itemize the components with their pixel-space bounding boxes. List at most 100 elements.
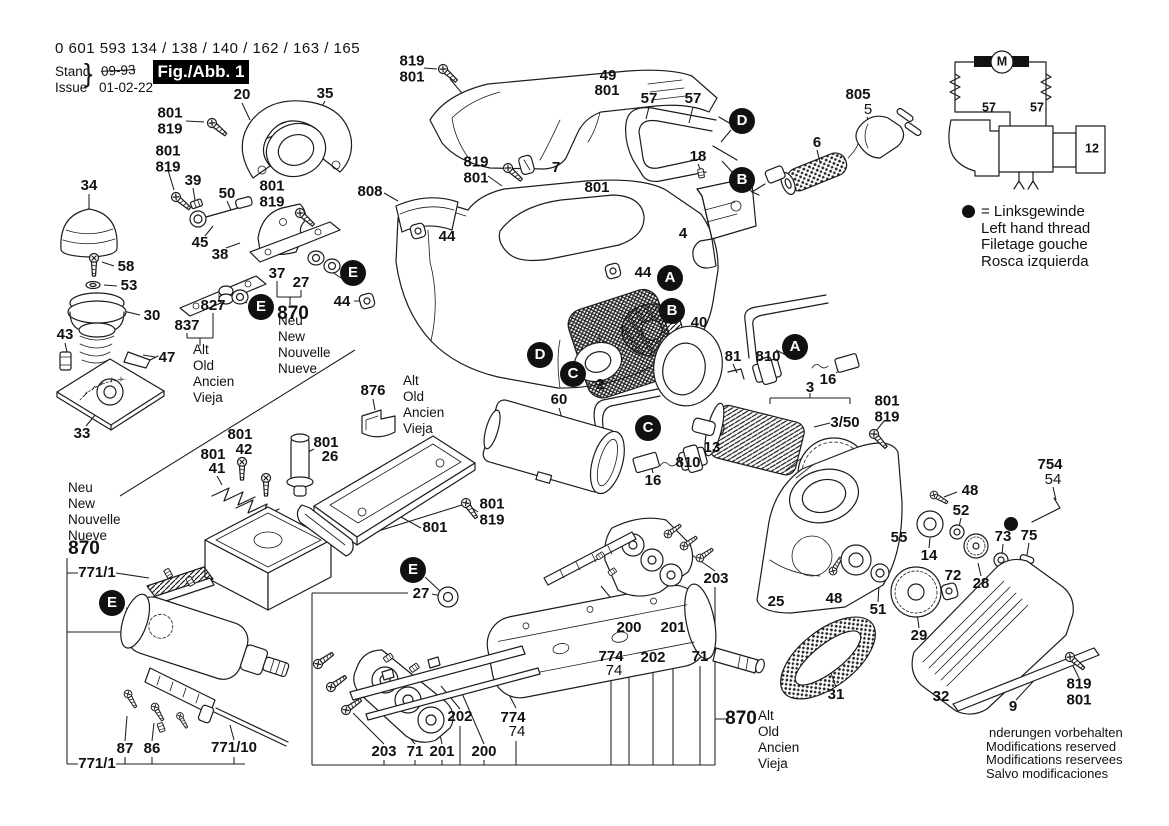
part-chip-tube-60 xyxy=(482,399,625,495)
part-plate-37 xyxy=(249,221,341,263)
part-side-cover-32 xyxy=(911,558,1074,715)
part-label: 75 xyxy=(1020,527,1038,545)
part-clamp-bar-771-1-bottom xyxy=(144,667,216,724)
part-label: 810 xyxy=(755,348,781,366)
part-washer-53 xyxy=(85,280,101,290)
part-label: 50 xyxy=(218,185,236,203)
part-label: 81 xyxy=(724,348,742,366)
part-label: 37 xyxy=(268,265,286,283)
part-label: 57 xyxy=(982,100,996,115)
part-label: 60 xyxy=(550,391,568,409)
part-label: Alt Old Ancien Vieja xyxy=(193,342,235,405)
part-label: 202 xyxy=(447,708,473,726)
figure-label: Fig./Abb. 1 xyxy=(153,60,249,84)
part-label: 771/10 xyxy=(211,739,257,757)
part-label: 200 xyxy=(616,619,642,637)
part-bearing-14 xyxy=(916,510,944,538)
part-handle-cover-49 xyxy=(429,69,718,170)
old-date: 09-93 xyxy=(100,62,136,79)
part-label: 810 xyxy=(675,454,701,472)
part-label: 801 819 xyxy=(157,104,183,137)
part-chip-box-801 xyxy=(204,506,332,611)
part-washer-51 xyxy=(870,563,890,583)
part-label: 44 xyxy=(634,264,652,282)
part-bail-handle-57 xyxy=(625,106,744,183)
part-label: 201 xyxy=(660,619,686,637)
part-blade-774 xyxy=(365,667,541,721)
part-label: 2 xyxy=(595,376,605,394)
motor-symbol xyxy=(990,50,1014,74)
part-stud-827 xyxy=(231,289,249,305)
part-label: 27 xyxy=(292,274,310,292)
part-label: 819 801 xyxy=(1066,675,1092,708)
section-letter-b: B xyxy=(729,167,755,193)
part-label: 30 xyxy=(143,307,161,325)
part-label: M xyxy=(996,54,1008,69)
issue-date: 01-02-22 xyxy=(99,80,154,95)
part-label: 9 xyxy=(1008,698,1018,716)
modifications-note: nderungen vorbehalten Modifications rese… xyxy=(986,725,1123,781)
part-base-plate-801 xyxy=(296,435,476,557)
part-label: 74 xyxy=(508,723,526,741)
part-spring-50 xyxy=(189,196,253,228)
part-brush-16-left xyxy=(632,451,685,474)
part-label: 53 xyxy=(120,277,138,295)
part-label: 86 xyxy=(143,740,161,758)
part-blade-9 xyxy=(952,647,1100,712)
part-label: 58 xyxy=(117,258,135,276)
part-label: 44 xyxy=(333,293,351,311)
part-gear-28 xyxy=(963,533,989,559)
part-label: 203 xyxy=(371,743,397,761)
part-label: 74 xyxy=(605,662,623,680)
part-grommet-7 xyxy=(518,154,535,175)
part-label: 837 xyxy=(174,317,200,335)
part-label: 801 819 xyxy=(479,495,505,528)
part-blade-bar-upper xyxy=(543,531,637,586)
part-brush-holder-810-right xyxy=(752,356,782,386)
left-hand-thread-dot-icon xyxy=(962,205,975,218)
part-lever-47 xyxy=(123,351,159,369)
part-label: Alt Old Ancien Vieja xyxy=(403,373,445,436)
part-label: 801 819 xyxy=(259,177,285,210)
part-rod-771-10 xyxy=(213,707,289,747)
section-letter-b: B xyxy=(659,298,685,324)
part-label: 28 xyxy=(972,575,990,593)
issue-label: Issue xyxy=(55,80,88,95)
part-pulley-29 xyxy=(890,566,942,618)
part-label: 6 xyxy=(812,134,822,152)
part-bearing-55 xyxy=(840,544,872,576)
part-label: 35 xyxy=(316,85,334,103)
part-label: 5 xyxy=(863,101,873,119)
part-label: 801 819 xyxy=(155,142,181,175)
part-label: Neu New Nouvelle Nueve xyxy=(278,313,331,376)
stand-label: Stand xyxy=(55,64,91,79)
part-label: 34 xyxy=(80,177,98,195)
part-label: Alt Old Ancien Vieja xyxy=(758,708,800,771)
part-label: 801 xyxy=(200,446,226,464)
part-label: 801 xyxy=(313,434,339,452)
part-label: 55 xyxy=(890,529,908,547)
part-label: 47 xyxy=(158,349,176,367)
part-tube-801-26 xyxy=(286,433,314,497)
part-label: 54 xyxy=(1044,471,1062,489)
part-adjust-knob-30 xyxy=(67,292,127,364)
part-label: 16 xyxy=(644,472,662,490)
part-blade-holder-upper xyxy=(604,517,694,597)
part-brush-holder-810-left xyxy=(678,444,708,474)
part-label: 32 xyxy=(932,688,950,706)
part-nut-72 xyxy=(940,582,959,601)
part-label: 16 xyxy=(819,371,837,389)
part-blade-bar-200 xyxy=(349,645,526,701)
part-knob-34 xyxy=(60,208,118,258)
part-label: 7 xyxy=(551,159,561,177)
part-label: 45 xyxy=(191,234,209,252)
part-cord-grip-6 xyxy=(746,152,848,196)
part-plug-805 xyxy=(847,107,922,159)
part-label: 73 xyxy=(994,528,1012,546)
part-label: 57 xyxy=(684,90,702,108)
section-letter-d: D xyxy=(729,108,755,134)
section-letter-a: A xyxy=(782,334,808,360)
part-label: 51 xyxy=(869,601,887,619)
part-label: Neu New Nouvelle Nueve xyxy=(68,480,121,543)
part-label: 48 xyxy=(825,590,843,608)
